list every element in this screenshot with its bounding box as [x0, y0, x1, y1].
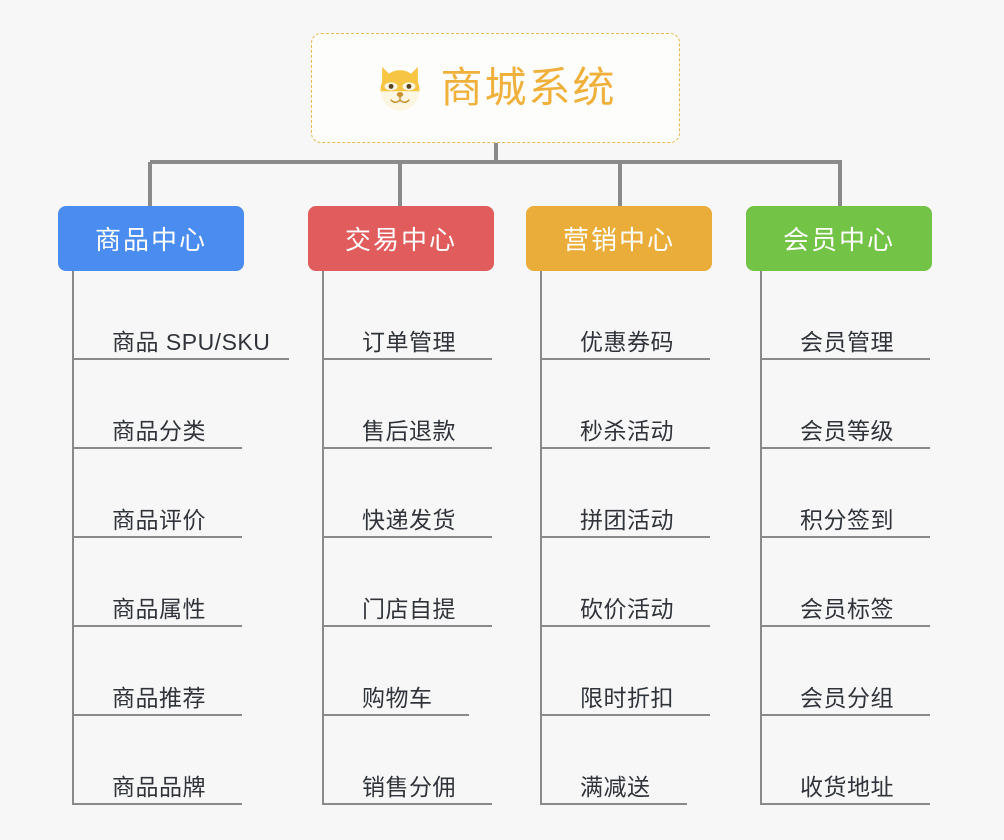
branch-header[interactable]: 交易中心: [308, 206, 494, 271]
shiba-dog-face-icon: [380, 66, 420, 111]
root-node[interactable]: 商城系统: [311, 33, 680, 143]
leaf-item-label: 砍价活动: [580, 595, 674, 622]
branch-header-label: 商品中心: [94, 225, 207, 255]
branch-header[interactable]: 会员中心: [746, 206, 932, 271]
leaf-underline: [324, 358, 492, 360]
leaf-item-label: 限时折扣: [580, 684, 674, 711]
leaf-item-label: 优惠券码: [580, 328, 674, 355]
branch-header-label: 会员中心: [782, 225, 895, 255]
leaf-item-label: 会员管理: [800, 328, 894, 355]
branch-header[interactable]: 商品中心: [58, 206, 244, 271]
branch-column: 会员中心会员管理会员等级积分签到会员标签会员分组收货地址: [746, 206, 932, 805]
leaf-item[interactable]: 积分签到: [762, 449, 932, 538]
leaf-item-label: 会员等级: [800, 417, 894, 444]
leaf-item-label: 积分签到: [800, 506, 894, 533]
leaf-list: 会员管理会员等级积分签到会员标签会员分组收货地址: [760, 271, 932, 805]
leaf-item[interactable]: 会员等级: [762, 360, 932, 449]
leaf-item-label: 拼团活动: [580, 506, 674, 533]
leaf-item-label: 商品品牌: [112, 773, 206, 800]
leaf-item-label: 会员分组: [800, 684, 894, 711]
leaf-item-label: 商品 SPU/SKU: [112, 328, 271, 355]
leaf-underline: [324, 625, 492, 627]
leaf-item[interactable]: 满减送: [542, 716, 712, 805]
leaf-item-label: 销售分佣: [362, 773, 456, 800]
leaf-item[interactable]: 购物车: [324, 627, 494, 716]
leaf-item-label: 门店自提: [362, 595, 456, 622]
leaf-item[interactable]: 砍价活动: [542, 538, 712, 627]
leaf-item[interactable]: 会员标签: [762, 538, 932, 627]
branch-column: 交易中心订单管理售后退款快递发货门店自提购物车销售分佣: [308, 206, 494, 805]
leaf-item[interactable]: 秒杀活动: [542, 360, 712, 449]
leaf-underline: [324, 536, 492, 538]
leaf-underline: [542, 803, 687, 805]
leaf-item-label: 秒杀活动: [580, 417, 674, 444]
leaf-underline: [74, 714, 242, 716]
leaf-item[interactable]: 限时折扣: [542, 627, 712, 716]
branch-column: 商品中心商品 SPU/SKU 商品分类商品评价商品属性商品推荐商品品牌: [58, 206, 289, 805]
leaf-item[interactable]: 拼团活动: [542, 449, 712, 538]
leaf-item-label: 快递发货: [362, 506, 456, 533]
leaf-list: 订单管理售后退款快递发货门店自提购物车销售分佣: [322, 271, 494, 805]
branch-column: 营销中心优惠券码秒杀活动拼团活动砍价活动限时折扣满减送: [526, 206, 712, 805]
leaf-underline: [74, 803, 242, 805]
leaf-underline: [542, 536, 710, 538]
leaf-underline: [762, 358, 930, 360]
leaf-underline: [324, 714, 469, 716]
leaf-item-label: 商品评价: [112, 506, 206, 533]
leaf-item[interactable]: 商品品牌: [74, 716, 244, 805]
leaf-underline: [762, 714, 930, 716]
leaf-item[interactable]: 售后退款: [324, 360, 494, 449]
leaf-list: 优惠券码秒杀活动拼团活动砍价活动限时折扣满减送: [540, 271, 712, 805]
leaf-item[interactable]: 收货地址: [762, 716, 932, 805]
leaf-item-label: 商品分类: [112, 417, 206, 444]
leaf-list: 商品 SPU/SKU 商品分类商品评价商品属性商品推荐商品品牌: [72, 271, 289, 805]
leaf-item-label: 购物车: [362, 684, 433, 711]
leaf-item-label: 满减送: [580, 773, 651, 800]
leaf-item-label: 收货地址: [800, 773, 894, 800]
leaf-underline: [542, 358, 710, 360]
leaf-underline: [762, 625, 930, 627]
leaf-item-label: 售后退款: [362, 417, 456, 444]
branch-header[interactable]: 营销中心: [526, 206, 712, 271]
leaf-underline: [762, 536, 930, 538]
leaf-item[interactable]: 会员分组: [762, 627, 932, 716]
leaf-underline: [74, 447, 242, 449]
leaf-item[interactable]: 订单管理: [324, 271, 494, 360]
leaf-item[interactable]: 门店自提: [324, 538, 494, 627]
leaf-item[interactable]: 会员管理: [762, 271, 932, 360]
leaf-item[interactable]: 商品属性: [74, 538, 244, 627]
leaf-underline: [762, 447, 930, 449]
leaf-underline: [74, 625, 242, 627]
leaf-item[interactable]: 销售分佣: [324, 716, 494, 805]
root-title: 商城系统: [440, 64, 617, 111]
leaf-item[interactable]: 商品评价: [74, 449, 244, 538]
branch-header-label: 交易中心: [344, 225, 457, 255]
leaf-item-label: 订单管理: [362, 328, 456, 355]
leaf-underline: [542, 447, 710, 449]
leaf-item-label: 商品推荐: [112, 684, 206, 711]
leaf-underline: [324, 447, 492, 449]
leaf-item-label: 会员标签: [800, 595, 894, 622]
leaf-item[interactable]: 商品 SPU/SKU: [74, 271, 289, 360]
leaf-underline: [74, 358, 289, 360]
leaf-underline: [74, 536, 242, 538]
branch-header-label: 营销中心: [562, 225, 675, 255]
leaf-item[interactable]: 商品分类: [74, 360, 244, 449]
leaf-underline: [542, 625, 710, 627]
leaf-item-label: 商品属性: [112, 595, 206, 622]
leaf-item[interactable]: 快递发货: [324, 449, 494, 538]
leaf-item[interactable]: 商品推荐: [74, 627, 244, 716]
leaf-underline: [542, 714, 710, 716]
leaf-underline: [324, 803, 492, 805]
leaf-underline: [762, 803, 930, 805]
leaf-item[interactable]: 优惠券码: [542, 271, 712, 360]
